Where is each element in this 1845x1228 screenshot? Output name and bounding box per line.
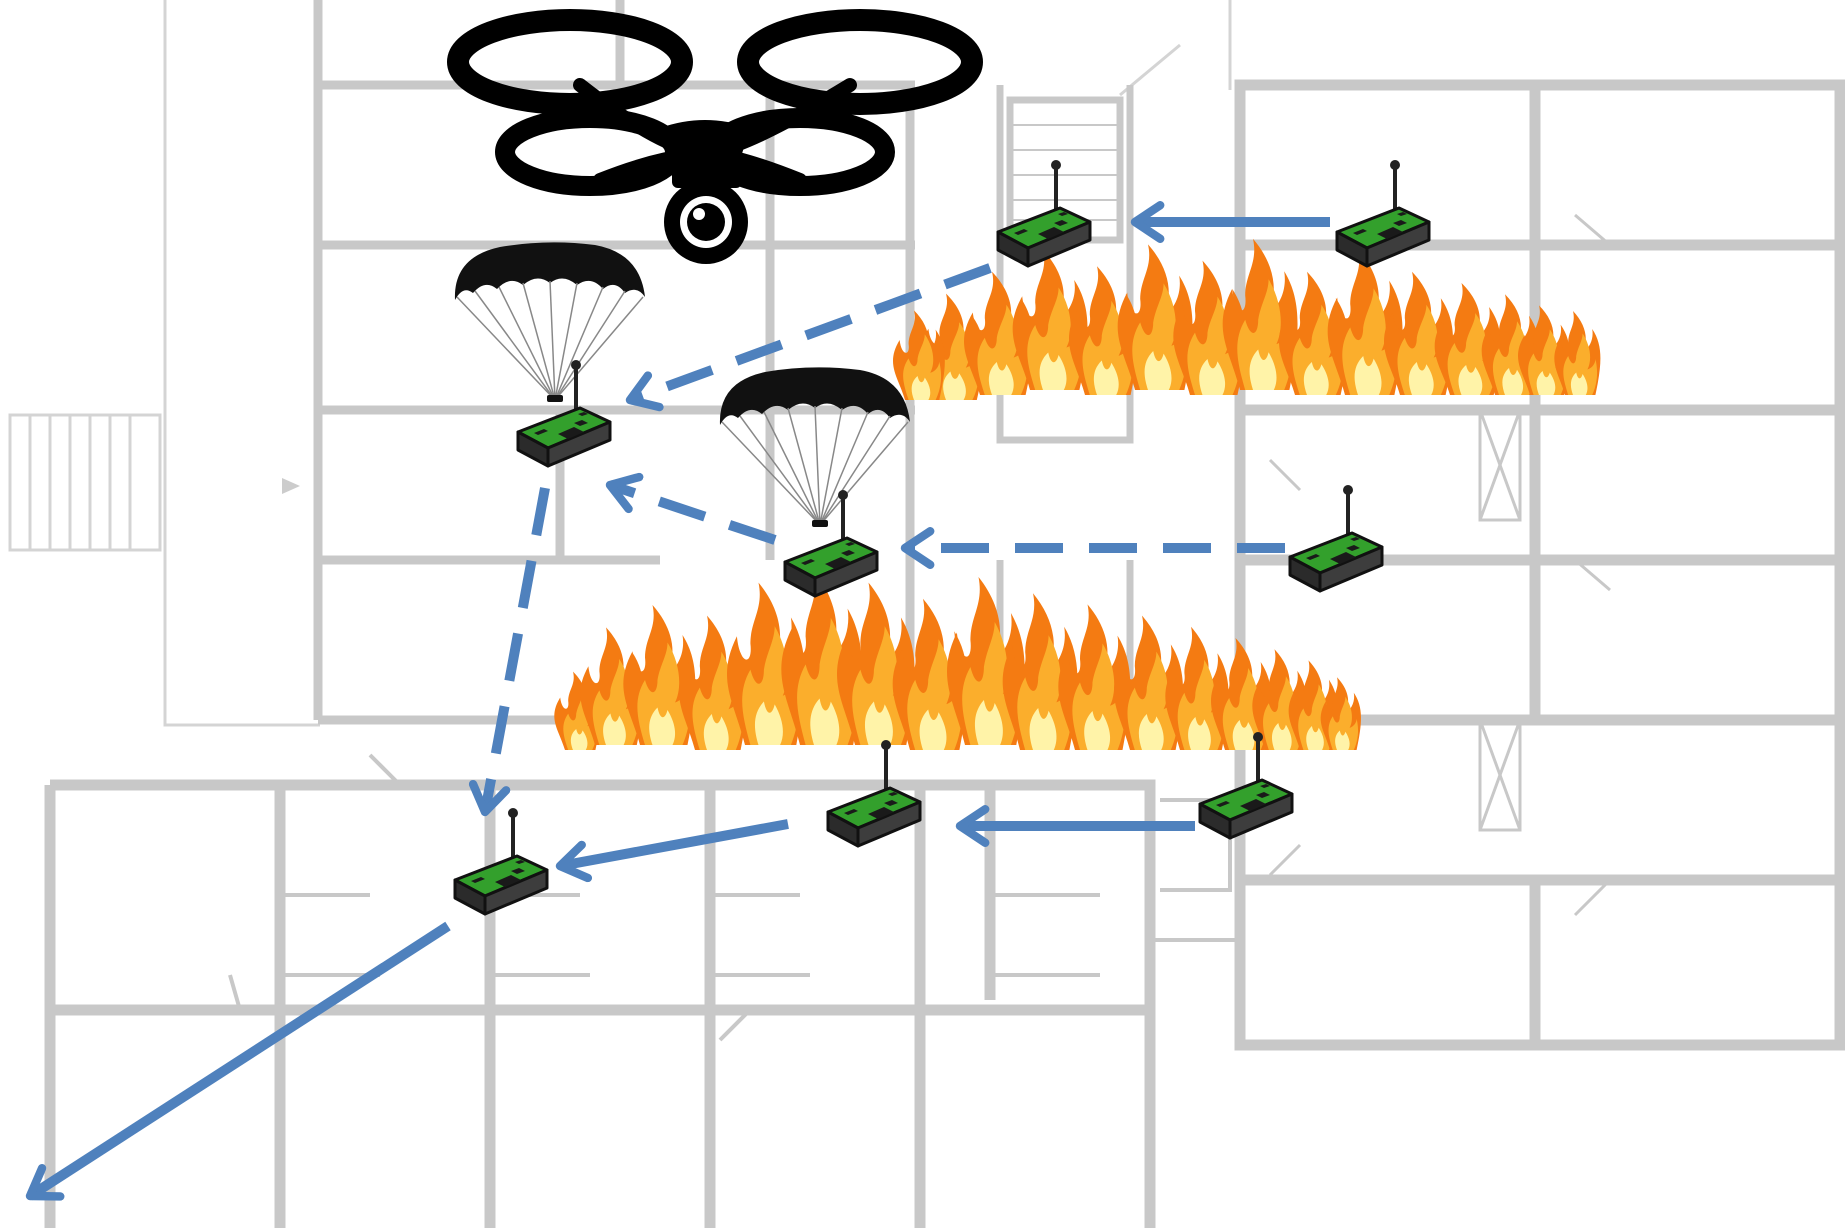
floor-plan <box>8 0 1845 1228</box>
link-parachute-left-to-bottom-left <box>468 487 550 817</box>
link-bottom-left-to-exit <box>25 921 451 1201</box>
links <box>25 201 1330 1201</box>
link-top-center-to-parachute-left <box>625 263 992 412</box>
quadcopter-drone-icon <box>447 9 983 264</box>
link-parachute-center-to-parachute-left <box>605 472 777 545</box>
link-bottom-center-to-bottom-left <box>555 819 789 883</box>
